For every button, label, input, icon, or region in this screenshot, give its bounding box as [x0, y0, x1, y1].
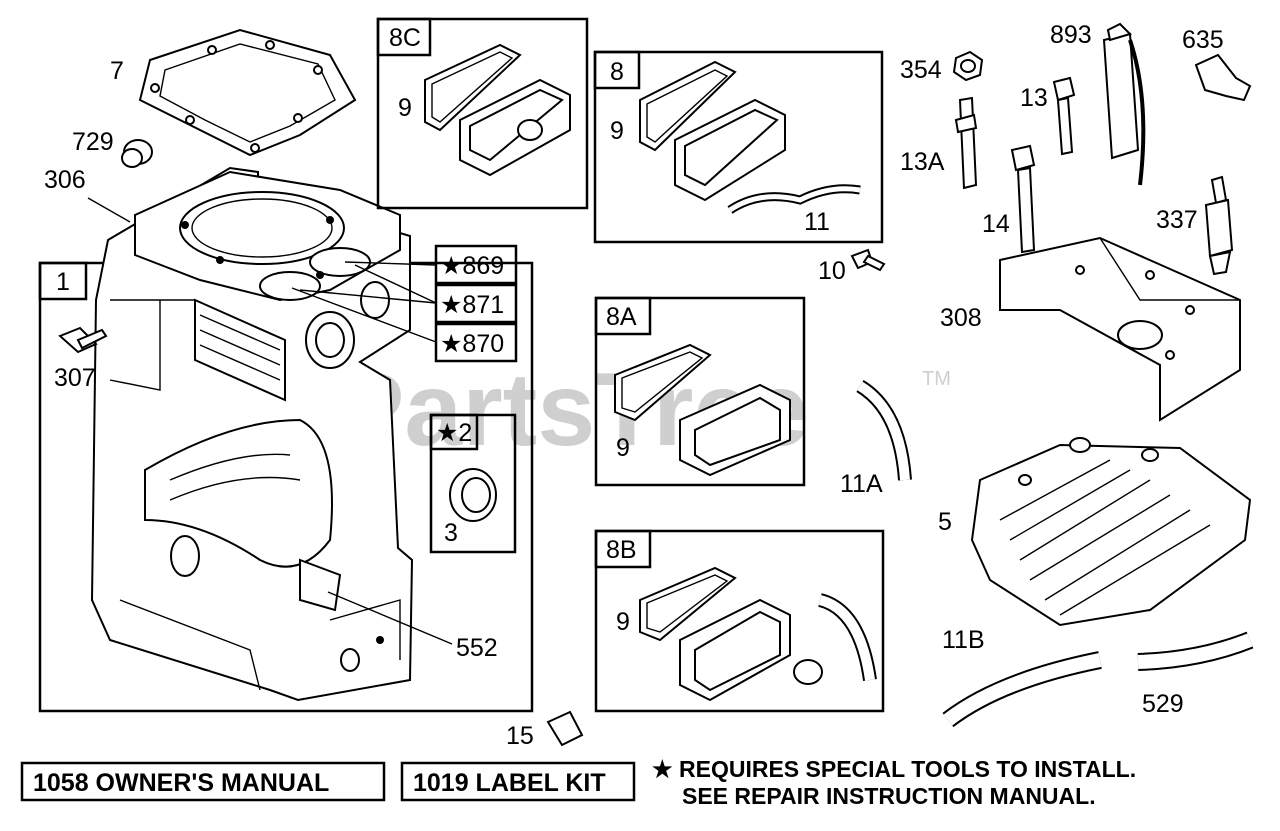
kit-box-8[interactable]: 8 9 11 — [593, 50, 884, 244]
part-label-11a: 11A — [840, 470, 883, 498]
star-part-871[interactable]: ★871 — [434, 283, 518, 324]
leader-552 — [327, 591, 453, 645]
part-label-308: 308 — [940, 304, 982, 332]
part-label-337: 337 — [1156, 206, 1198, 234]
part-label-306: 306 — [44, 166, 86, 194]
part-11a-tube — [856, 379, 912, 481]
star-part-869[interactable]: ★869 — [434, 244, 518, 285]
svg-text:1058 OWNER'S MANUAL: 1058 OWNER'S MANUAL — [33, 769, 329, 797]
part-893-ignition-coil — [1102, 22, 1146, 186]
kit-label-8b: 8B — [606, 536, 637, 564]
kit-box-8c[interactable]: 8C 9 — [376, 17, 589, 210]
part-label-354: 354 — [900, 56, 942, 84]
part-label-9-8: 9 — [610, 117, 624, 145]
part-label-7: 7 — [110, 57, 124, 85]
star-part-870[interactable]: ★870 — [434, 322, 518, 363]
svg-text:★870: ★870 — [440, 330, 504, 358]
kit-label-8: 8 — [610, 58, 624, 86]
part-label-552: 552 — [456, 634, 498, 662]
label-kit-box[interactable]: 1019 LABEL KIT — [400, 761, 636, 802]
special-tools-note-line-2: SEE REPAIR INSTRUCTION MANUAL. — [682, 783, 1096, 809]
part-label-9-8a: 9 — [616, 434, 630, 462]
part-13a-stud — [954, 96, 978, 190]
part-15-plug — [546, 710, 584, 747]
part-label-529: 529 — [1142, 690, 1184, 718]
part-label-307: 307 — [54, 364, 96, 392]
svg-text:★869: ★869 — [440, 252, 504, 280]
part-label-13a: 13A — [900, 148, 945, 176]
part-5-cylinder-head — [970, 437, 1252, 627]
watermark-trademark: TM — [922, 368, 951, 390]
part-11b-tube — [942, 651, 1102, 728]
kit-label-8a: 8A — [606, 303, 637, 331]
part-635-spark-plug-boot — [1194, 53, 1252, 102]
part-10-bolt — [850, 248, 886, 272]
kit-box-8a[interactable]: 8A 9 — [594, 296, 806, 487]
part-529-tube — [1137, 631, 1254, 671]
part-label-9-8b: 9 — [616, 608, 630, 636]
part-label-13: 13 — [1020, 84, 1048, 112]
part-label-10: 10 — [818, 257, 846, 285]
leader-306 — [87, 197, 131, 223]
part-307-bolt — [58, 326, 108, 354]
part-label-14: 14 — [982, 210, 1010, 238]
part-label-9-8c: 9 — [398, 94, 412, 122]
kit-label-2: ★2 — [436, 419, 472, 447]
part-label-15: 15 — [506, 722, 534, 750]
kit-label-8c: 8C — [389, 24, 421, 52]
part-7-head-gasket — [138, 28, 357, 157]
kit-box-8b[interactable]: 8B 9 — [594, 529, 885, 713]
part-13-bolt — [1052, 76, 1076, 156]
part-label-5: 5 — [938, 508, 952, 536]
kit-label-1: 1 — [56, 268, 70, 296]
leaders-star-parts — [291, 261, 437, 343]
part-label-893: 893 — [1050, 21, 1092, 49]
part-label-11b: 11B — [942, 626, 985, 654]
part-14-bolt — [1010, 144, 1036, 254]
svg-text:1019 LABEL KIT: 1019 LABEL KIT — [413, 769, 606, 797]
part-label-3: 3 — [444, 519, 458, 547]
part-729-plug — [121, 139, 153, 168]
part-label-729: 729 — [72, 128, 114, 156]
special-tools-note-line-1: ★ REQUIRES SPECIAL TOOLS TO INSTALL. — [652, 756, 1136, 782]
part-337-spark-plug — [1204, 175, 1234, 276]
owners-manual-box[interactable]: 1058 OWNER'S MANUAL — [20, 761, 386, 802]
part-label-11: 11 — [804, 208, 830, 236]
part-354-nut — [952, 50, 984, 82]
cylinder-block-drawing — [90, 166, 414, 702]
part-label-635: 635 — [1182, 26, 1224, 54]
svg-text:★871: ★871 — [440, 291, 504, 319]
kit-box-2[interactable]: ★2 3 — [429, 413, 517, 554]
part-308-air-guide — [999, 236, 1241, 422]
